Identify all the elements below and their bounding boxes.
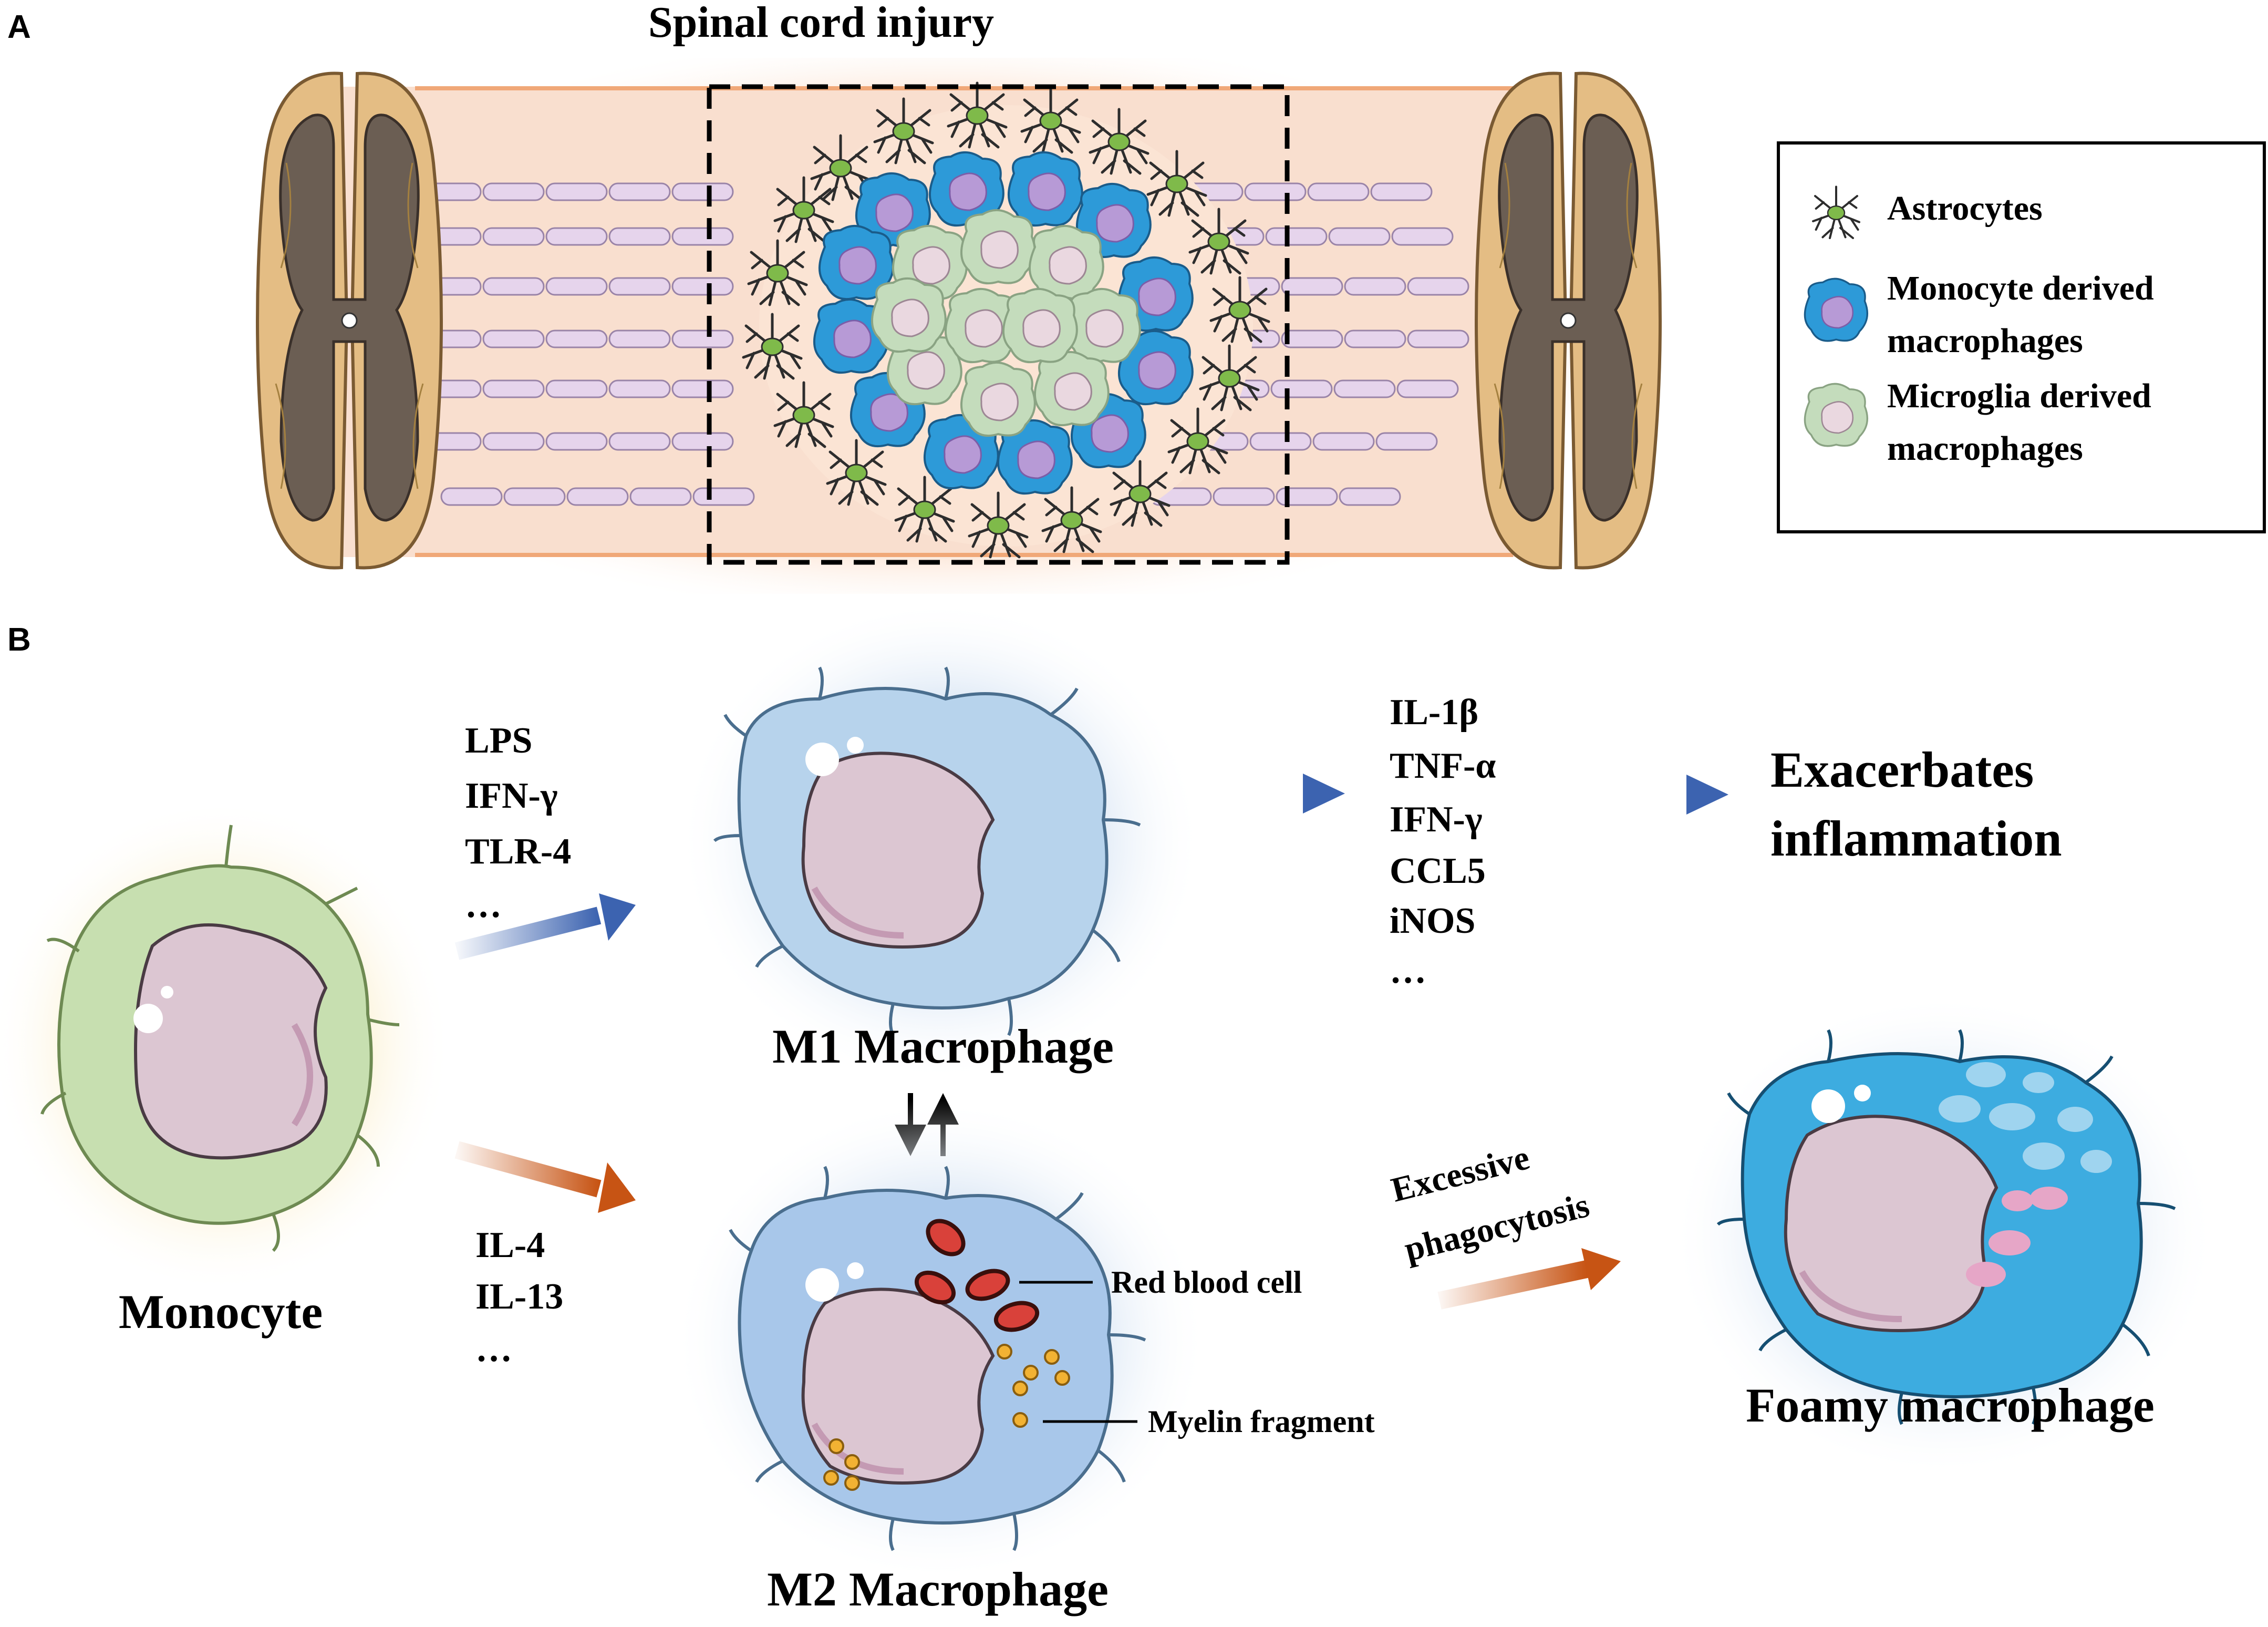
- monocyte-cell: [0, 799, 452, 1293]
- m1-stimulus-3: TLR-4: [465, 831, 571, 872]
- cytokine-4: CCL5: [1390, 851, 1486, 891]
- arrow-monocyte-to-m2: [454, 1141, 602, 1198]
- cytokine-1: IL-1β: [1390, 692, 1478, 733]
- microglia-macrophage-cluster: [871, 209, 1141, 437]
- m1-stimulus-4: …: [465, 885, 502, 925]
- m1-label: M1 Macrophage: [772, 1020, 1114, 1073]
- foamy-macrophage-cell: [1671, 993, 2217, 1477]
- legend: Astrocytes Monocyte derived macrophages …: [1777, 141, 2266, 533]
- m2-macrophage-cell: [672, 1098, 1208, 1582]
- cross-section-left: [256, 71, 443, 570]
- monocyte-macrophage-legend-icon: [1804, 277, 1869, 342]
- outcome-line1: Exacerbates: [1770, 742, 2034, 798]
- panel-a-title: Spinal cord injury: [648, 0, 994, 47]
- lipid-droplets: [1939, 1062, 2112, 1287]
- legend-microglia-line1: Microglia derived: [1887, 377, 2151, 415]
- cytokine-5: iNOS: [1390, 901, 1475, 941]
- foamy-label: Foamy macrophage: [1746, 1378, 2155, 1432]
- m2-stimulus-3: …: [475, 1329, 512, 1369]
- arrow-m2-to-foamy-head: [1581, 1248, 1621, 1290]
- myelin-fragments: [823, 1344, 1070, 1491]
- injury-dashed-box: [707, 84, 1290, 565]
- panel-a-letter: A: [7, 9, 31, 45]
- outcome-line2: inflammation: [1770, 810, 2062, 867]
- arrow-monocyte-to-m2-head: [598, 1162, 636, 1213]
- legend-monocyte-line1: Monocyte derived: [1887, 269, 2154, 307]
- microglia-macrophage-legend-icon: [1804, 383, 1869, 447]
- legend-monocyte-line2: macrophages: [1887, 322, 2083, 360]
- cross-section-right: [1475, 71, 1662, 570]
- arrow-monocyte-to-m1-head: [599, 893, 636, 941]
- cytokine-3: IFN-γ: [1390, 799, 1483, 840]
- legend-astrocytes: Astrocytes: [1887, 189, 2043, 228]
- lesion-site: [743, 83, 1269, 557]
- panel-b-letter: B: [7, 622, 31, 658]
- cytokine-6: …: [1390, 951, 1426, 991]
- arrow-monocyte-to-m1: [454, 907, 602, 960]
- arrow-m2-to-foamy: [1437, 1260, 1589, 1310]
- legend-box: [1777, 141, 2266, 533]
- monocyte-label: Monocyte: [119, 1285, 323, 1338]
- m1-stimulus-1: LPS: [465, 720, 532, 761]
- cytokine-2: TNF-α: [1390, 746, 1496, 786]
- rbc-label: Red blood cell: [1111, 1265, 1302, 1300]
- phagocytosis-line1: Excessive: [1387, 1138, 1533, 1210]
- arrow-cytokines-to-outcome-head: [1686, 775, 1728, 815]
- m2-stimulus-2: IL-13: [475, 1276, 563, 1317]
- m1-stimulus-2: IFN-γ: [465, 776, 558, 816]
- m2-label: M2 Macrophage: [767, 1562, 1109, 1616]
- red-blood-cells: [914, 1219, 1040, 1332]
- m2-stimulus-1: IL-4: [475, 1225, 545, 1265]
- m1-macrophage-cell: [678, 599, 1203, 1083]
- arrow-m1-to-cytokines-head: [1303, 774, 1345, 814]
- spinal-cord-illustration: [256, 58, 1662, 594]
- myelin-label: Myelin fragment: [1148, 1404, 1375, 1439]
- legend-microglia-line2: macrophages: [1887, 429, 2083, 468]
